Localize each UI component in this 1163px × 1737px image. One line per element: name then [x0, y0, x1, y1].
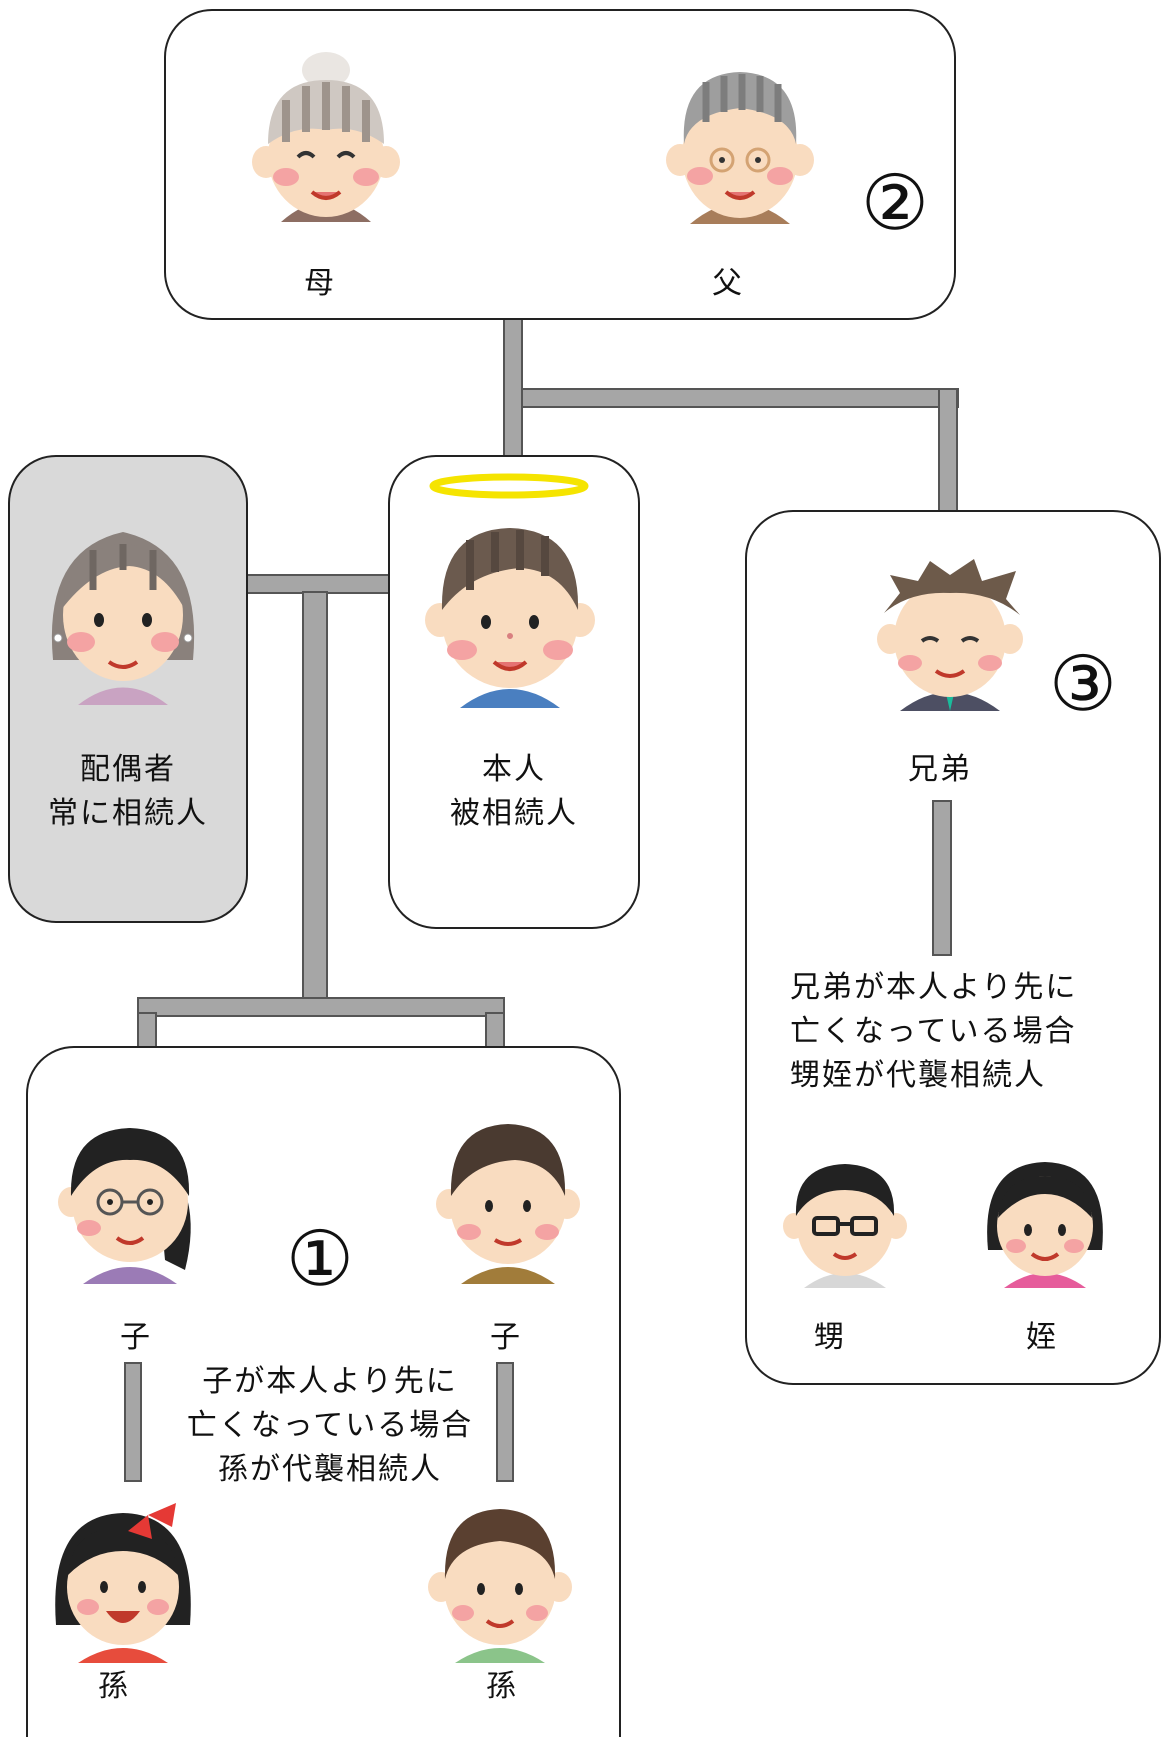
- mother-label: 母: [304, 266, 336, 301]
- children-note: 子が本人より先に 亡くなっている場合 孫が代襲相続人: [186, 1364, 474, 1487]
- grandchild1-label: 孫: [98, 1669, 130, 1704]
- father-label: 父: [712, 266, 744, 301]
- niece-label: 姪: [1026, 1320, 1058, 1355]
- nephew-label: 甥: [814, 1320, 846, 1355]
- children-horizontal-connector: [137, 997, 505, 1017]
- spouse-woman-icon: [51, 532, 195, 705]
- children-rank-number: ①: [285, 1214, 355, 1303]
- grandchild-boy-icon: [428, 1509, 572, 1663]
- children-vertical-connector: [302, 591, 328, 1001]
- grandchild-girl-icon: [55, 1503, 191, 1663]
- niece-icon: [987, 1162, 1103, 1288]
- siblings-rank-number: ③: [1048, 639, 1118, 728]
- parents-rank-number: ②: [860, 158, 930, 247]
- brother-man-icon: [877, 559, 1023, 711]
- grandfather-icon: [666, 72, 814, 224]
- sibling-label: 兄弟: [908, 752, 972, 787]
- deceased-label: 本人 被相続人: [450, 752, 578, 831]
- halo-icon: [429, 473, 589, 499]
- child-man-icon: [436, 1124, 580, 1284]
- child1-label: 子: [120, 1320, 152, 1355]
- siblings-vertical-connector: [938, 388, 958, 513]
- sibling-to-nephew-connector: [932, 800, 952, 956]
- child-woman-icon: [58, 1128, 191, 1284]
- grandmother-icon: [252, 52, 400, 222]
- child2-to-grandchild-connector: [496, 1362, 514, 1482]
- nephew-icon: [783, 1164, 907, 1288]
- grandchild2-label: 孫: [486, 1669, 518, 1704]
- spouse-label: 配偶者 常に相続人: [48, 752, 208, 831]
- siblings-horizontal-connector: [521, 388, 959, 408]
- child1-to-grandchild-connector: [124, 1362, 142, 1482]
- siblings-note: 兄弟が本人より先に 亡くなっている場合 甥姪が代襲相続人: [790, 970, 1078, 1093]
- child2-label: 子: [490, 1320, 522, 1355]
- deceased-man-icon: [425, 528, 595, 708]
